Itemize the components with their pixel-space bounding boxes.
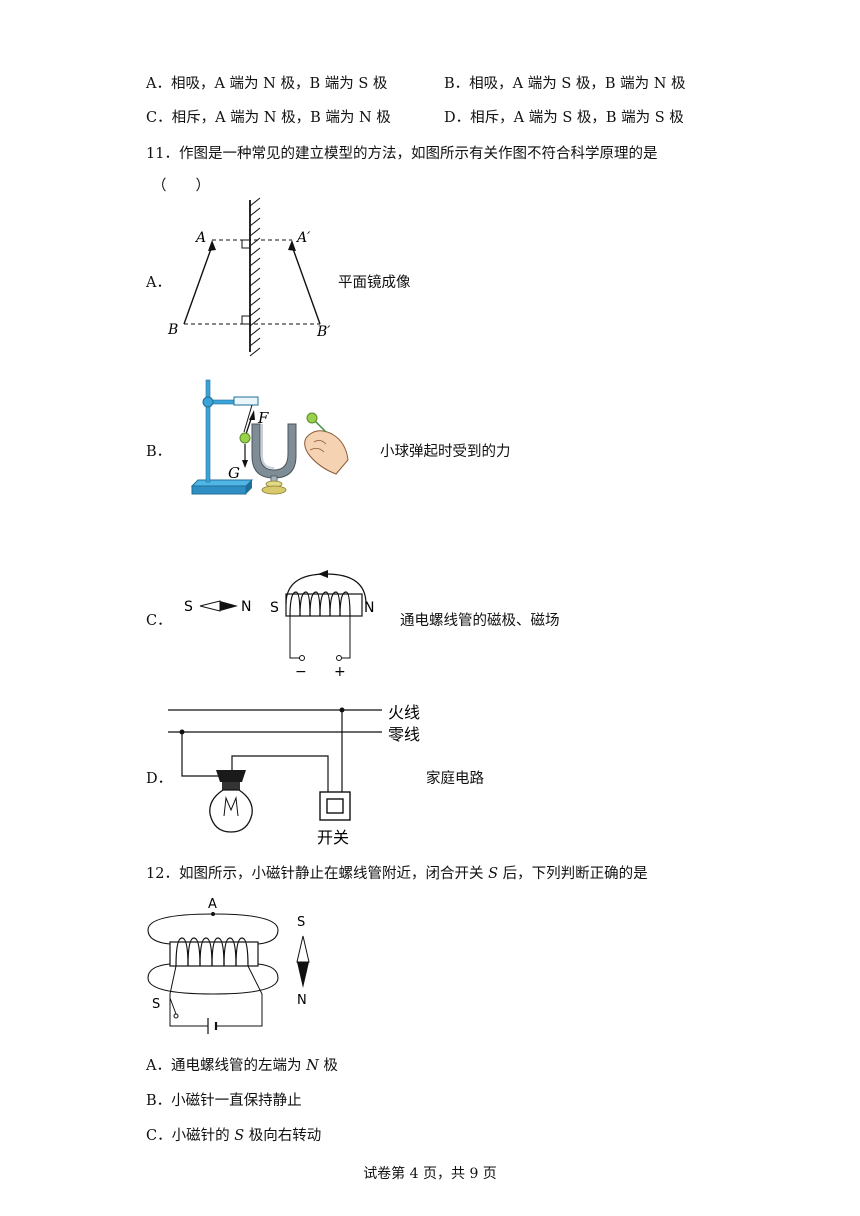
coil-n-label: N (364, 600, 374, 616)
needle-n-label: N (241, 599, 251, 615)
q11-option-d-letter: D． (146, 771, 173, 787)
label-a-prime: A′ (295, 230, 311, 246)
plane-mirror-figure: A A′ B B′ (167, 197, 331, 357)
switch-label: 开关 (317, 828, 349, 847)
q11-option-c-letter: C． (146, 613, 172, 629)
q12-needle-n-label: N (297, 993, 307, 1008)
q11-option-c-caption: 通电螺线管的磁极、磁场 (400, 613, 560, 629)
compass-needle-c: S N (184, 599, 251, 615)
tuning-fork-figure: F G (190, 379, 349, 495)
solenoid-figure-c: S N − + (270, 570, 374, 680)
label-b: B (167, 322, 178, 338)
page-footer: 试卷第 4 页，共 9 页 (363, 1166, 497, 1182)
q10-option-a: A．相吸，A 端为 N 极，B 端为 S 极 (146, 76, 388, 92)
switch-s-label: S (152, 997, 160, 1012)
q12-option-a: A．通电螺线管的左端为 N 极 (146, 1058, 338, 1074)
q10-option-d: D．相斥，A 端为 S 极，B 端为 S 极 (444, 110, 684, 126)
coil-s-label: S (270, 600, 279, 616)
q10-option-b: B．相吸，A 端为 S 极，B 端为 N 极 (444, 76, 686, 92)
q12-option-c: C．小磁针的 S 极向右转动 (146, 1128, 322, 1144)
q12-option-b: B．小磁针一直保持静止 (146, 1093, 302, 1109)
q12-stem: 12．如图所示，小磁针静止在螺线管附近，闭合开关 S 后，下列判断正确的是 (146, 866, 648, 882)
live-wire-label: 火线 (388, 703, 420, 722)
needle-s-label: S (184, 599, 193, 615)
q12-compass-needle: S N (296, 915, 310, 1008)
q11-bracket: （ ） (152, 178, 210, 194)
q11-option-a-letter: A． (146, 275, 171, 291)
q12-needle-s-label: S (297, 915, 305, 930)
q11-stem: 11．作图是一种常见的建立模型的方法，如图所示有关作图不符合科学原理的是 (146, 146, 658, 162)
label-f: F (257, 409, 269, 427)
plus-label: + (334, 664, 346, 680)
q11-option-a-caption: 平面镜成像 (338, 275, 411, 291)
household-circuit-figure: 火线 零线 开关 (168, 703, 420, 847)
label-a: A (194, 230, 206, 246)
label-b-prime: B′ (316, 324, 331, 340)
q11-option-b-caption: 小球弹起时受到的力 (380, 444, 511, 460)
neutral-wire-label: 零线 (388, 725, 420, 744)
minus-label: − (295, 664, 307, 680)
q12-solenoid-figure: A S (147, 897, 279, 1034)
point-a-label: A (208, 897, 217, 912)
q11-option-d-caption: 家庭电路 (426, 771, 484, 787)
q11-option-b-letter: B． (146, 444, 172, 460)
q10-option-c: C．相斥，A 端为 N 极，B 端为 N 极 (146, 110, 391, 126)
label-g: G (228, 464, 240, 482)
